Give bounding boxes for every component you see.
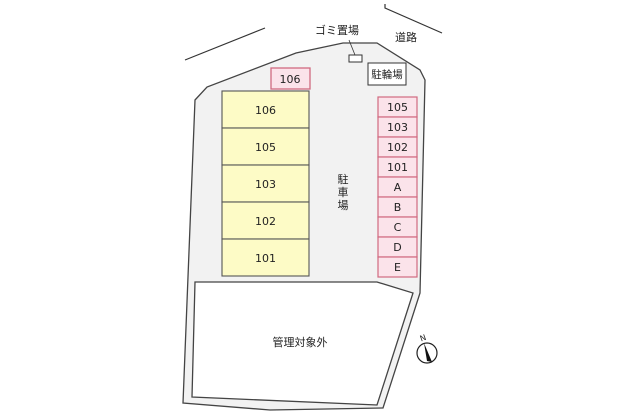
north-label: N xyxy=(419,333,428,344)
top-parking-space: 106 xyxy=(270,67,311,90)
garbage-label: ゴミ置場 xyxy=(315,23,359,37)
road-edge-right xyxy=(384,4,443,34)
svg-text:105: 105 xyxy=(387,101,408,114)
svg-text:B: B xyxy=(394,201,402,214)
parking-space: 103 xyxy=(377,116,418,138)
parking-label: 駐 車 場 xyxy=(338,172,349,212)
svg-text:101: 101 xyxy=(255,252,276,265)
parking-space: 102 xyxy=(377,136,418,158)
svg-text:106: 106 xyxy=(255,104,276,117)
svg-text:102: 102 xyxy=(387,141,408,154)
north-arrow-icon xyxy=(424,343,432,362)
svg-text:C: C xyxy=(394,221,402,234)
building-unit: 102 xyxy=(221,201,310,240)
building-unit: 106 xyxy=(221,90,310,129)
bicycle-parking xyxy=(367,62,407,86)
svg-text:103: 103 xyxy=(387,121,408,134)
building-unit: 103 xyxy=(221,164,310,203)
road-label: 道路 xyxy=(395,30,417,44)
garbage-pointer xyxy=(348,39,356,56)
outside-management-label: 管理対象外 xyxy=(273,335,328,349)
parking-space: D xyxy=(377,236,418,258)
parking-space: A xyxy=(377,176,418,198)
svg-text:駐: 駐 xyxy=(338,172,349,186)
svg-text:105: 105 xyxy=(255,141,276,154)
svg-text:101: 101 xyxy=(387,161,408,174)
svg-text:D: D xyxy=(393,241,401,254)
parking-space: 101 xyxy=(377,156,418,178)
svg-text:E: E xyxy=(394,261,401,274)
svg-text:102: 102 xyxy=(255,215,276,228)
building-units: 106 105 103 102 101 xyxy=(221,90,310,277)
svg-text:103: 103 xyxy=(255,178,276,191)
outside-management-area xyxy=(191,281,414,406)
compass: N xyxy=(416,333,438,364)
garbage-area xyxy=(348,54,363,63)
road-edge-left xyxy=(184,27,266,61)
building-unit: 101 xyxy=(221,238,310,277)
svg-text:106: 106 xyxy=(280,73,301,86)
parking-space: B xyxy=(377,196,418,218)
svg-text:車: 車 xyxy=(338,185,349,199)
parking-space: E xyxy=(377,256,418,278)
building-unit: 105 xyxy=(221,127,310,166)
bicycle-parking-label: 駐輪場 xyxy=(371,68,403,81)
svg-text:場: 場 xyxy=(338,199,349,212)
parking-space: C xyxy=(377,216,418,238)
svg-text:A: A xyxy=(394,181,402,194)
parking-space: 105 xyxy=(377,96,418,118)
